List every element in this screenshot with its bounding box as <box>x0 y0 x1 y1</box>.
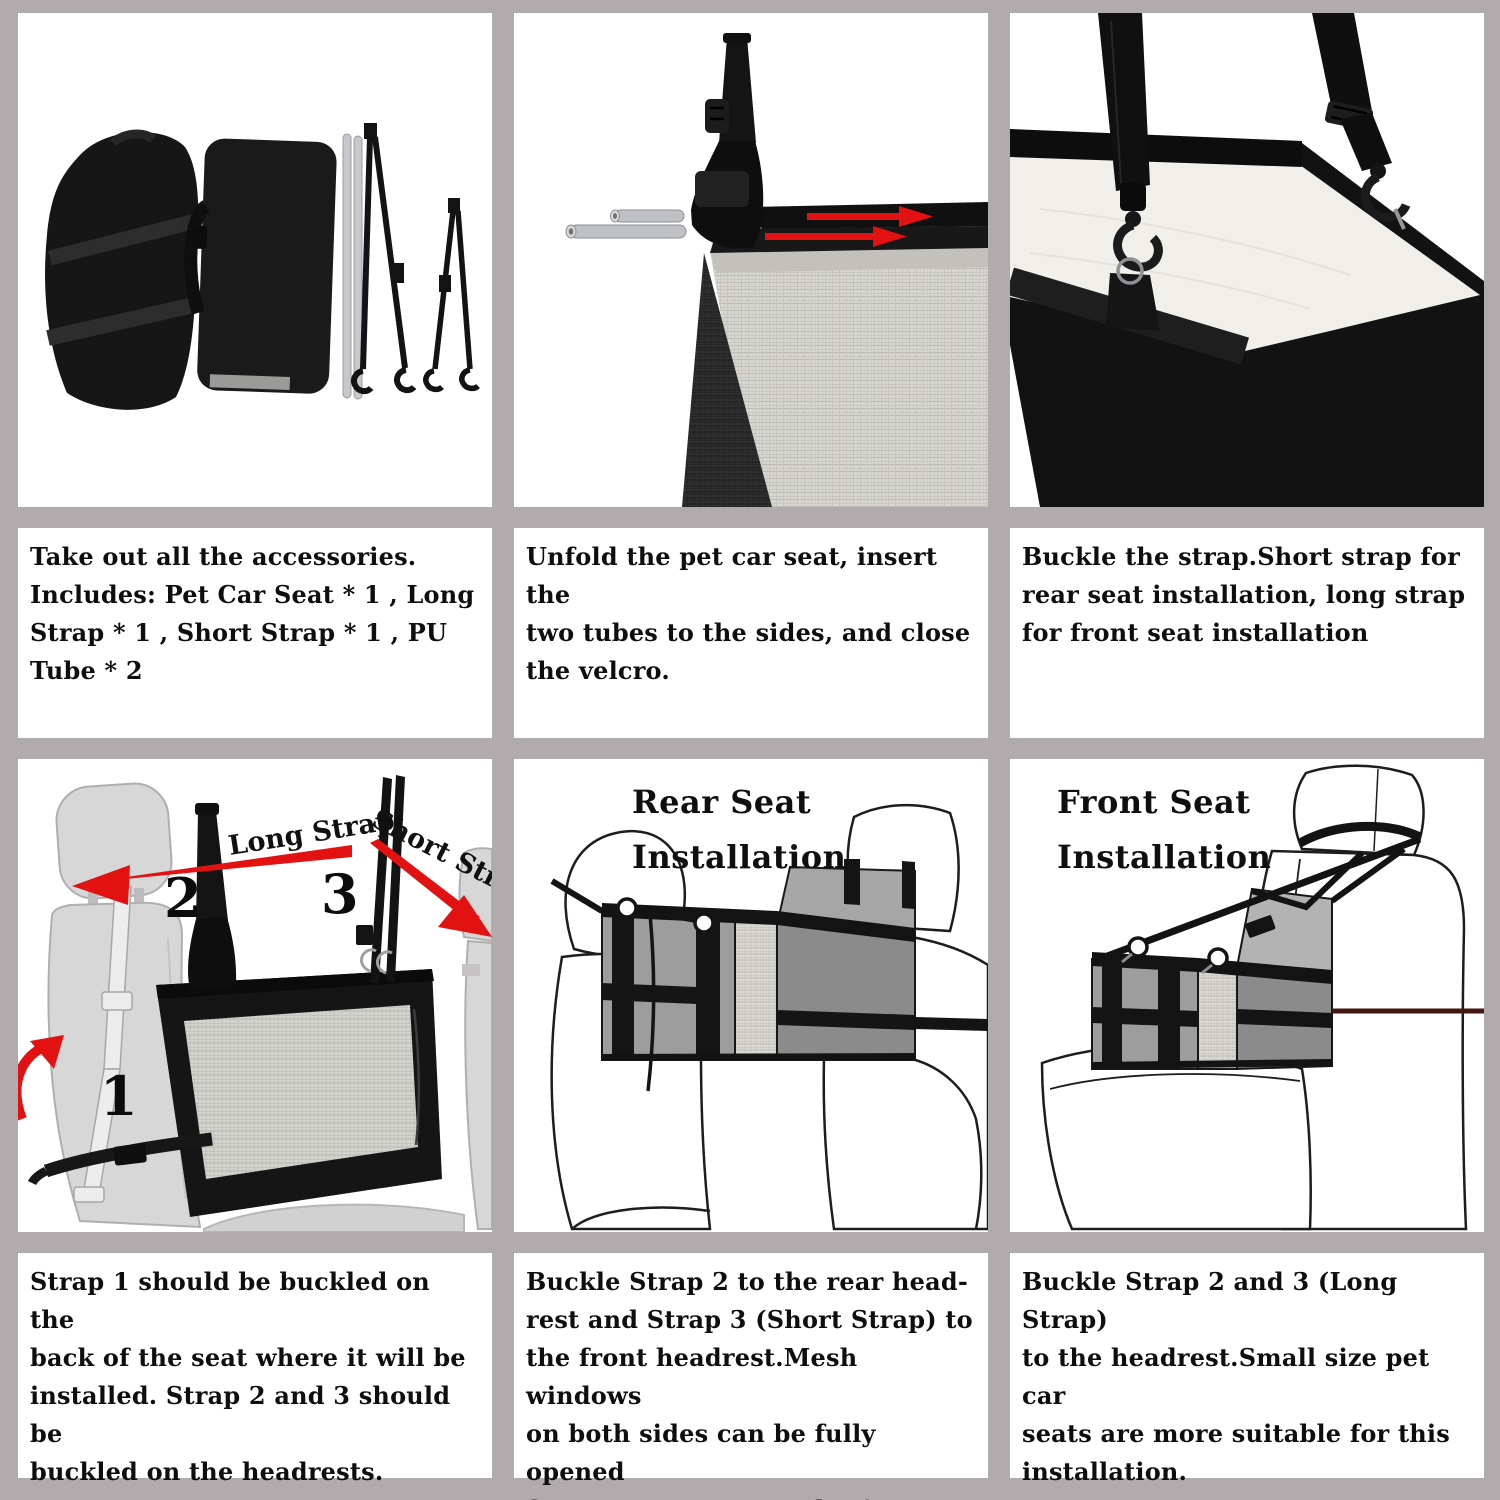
webbing-loop <box>1106 273 1160 331</box>
step-4-diagram: Long Strap Short Strap 2 3 1 <box>18 759 492 1232</box>
step-5-caption-box: Buckle Strap 2 to the rear head- rest an… <box>514 1253 988 1500</box>
mesh-window <box>734 914 778 1061</box>
step-4-caption: Strap 1 should be buckled on the back of… <box>30 1267 466 1486</box>
step-4-caption-box: Strap 1 should be buckled on the back of… <box>18 1253 492 1486</box>
strap-hook-icon <box>351 368 374 395</box>
strap-hook-icon <box>423 368 444 393</box>
red-arrow-upper-icon <box>807 206 933 227</box>
front-seat-title: Front Seat Installation <box>1057 783 1272 876</box>
step-6-diagram: Front Seat Installation <box>1010 759 1484 1232</box>
pet-car-seat-box <box>156 969 442 1217</box>
strap-hook-icon <box>394 367 417 394</box>
step-2-caption: Unfold the pet car seat, insert the two … <box>526 542 971 685</box>
short-strap-webbing <box>1098 13 1150 191</box>
seat-top-rail <box>1010 129 1302 167</box>
short-strap-arrow-icon <box>370 839 492 937</box>
red-arrow-lower-icon <box>765 226 907 247</box>
seat-cushion <box>203 1203 465 1232</box>
step-1-caption-box: Take out all the accessories. Includes: … <box>18 528 492 738</box>
metal-ring-icon <box>1116 257 1144 285</box>
mesh-window <box>1197 963 1238 1070</box>
label-strap-3: 3 <box>321 862 359 926</box>
seat-cushion <box>1040 1043 1312 1231</box>
front-seat-installation-diagram <box>1010 759 1484 1232</box>
metal-hooks-icon <box>360 948 393 975</box>
step-3-caption-box: Buckle the strap.Short strap for rear se… <box>1010 528 1484 738</box>
long-strap-arrow-icon <box>72 845 352 905</box>
strap-position-diagram: Long Strap Short Strap 2 3 1 <box>18 759 492 1232</box>
step-5-caption: Buckle Strap 2 to the rear head- rest an… <box>526 1267 973 1500</box>
label-strap-1: 1 <box>100 1064 138 1128</box>
mesh-side-panel <box>682 245 988 507</box>
strap-buckle-photo <box>1010 13 1484 507</box>
hook-icon <box>1127 936 1149 958</box>
short-strap <box>423 198 480 393</box>
step-6-caption-box: Buckle Strap 2 and 3 (Long Strap) to the… <box>1010 1253 1484 1486</box>
step-2-photo <box>514 13 988 507</box>
short-strap-hook-icon <box>1113 183 1163 285</box>
strap-to-left-headrest <box>550 878 715 1092</box>
pu-tube-lower <box>565 224 687 239</box>
label-strap-2: 2 <box>164 866 202 930</box>
rear-seat-title: Rear Seat Installation <box>632 783 847 876</box>
long-strap-webbing <box>1312 13 1392 171</box>
hook-icon <box>1207 947 1229 969</box>
step-3-caption: Buckle the strap.Short strap for rear se… <box>1022 542 1466 647</box>
rotate-arrow-icon <box>18 1035 64 1121</box>
folded-seat-bag-large <box>45 129 199 410</box>
strap-adjuster-icon <box>356 925 373 945</box>
long-strap <box>351 123 417 395</box>
headrest-straps <box>1092 821 1422 975</box>
strap-3 <box>356 775 405 983</box>
strap-adjuster-icon <box>1245 915 1276 938</box>
side-strap <box>915 1017 988 1031</box>
pet-box <box>601 859 988 1061</box>
step-3-photo <box>1010 13 1484 507</box>
mesh-window <box>184 1005 418 1179</box>
strap-hook-icon <box>459 367 480 392</box>
metal-pin-icon <box>1393 208 1406 230</box>
step-2-caption-box: Unfold the pet car seat, insert the two … <box>514 528 988 738</box>
rear-seat-installation-diagram <box>514 759 988 1232</box>
strap-buckle-icon <box>705 99 729 133</box>
strap-1 <box>27 1132 213 1186</box>
step-1-caption: Take out all the accessories. Includes: … <box>30 542 475 685</box>
tube-insertion-photo <box>514 13 988 507</box>
hook-icon <box>616 897 638 919</box>
loose-strap-end <box>646 913 656 1092</box>
pu-tubes <box>342 133 363 400</box>
accessories-photo <box>18 13 492 507</box>
long-strap-diagonal <box>1092 835 1422 965</box>
bottom-white-gap <box>1010 345 1040 507</box>
step-1-photo <box>18 13 492 507</box>
corner-pocket-and-strap <box>691 33 764 249</box>
step-6-caption: Buckle Strap 2 and 3 (Long Strap) to the… <box>1022 1267 1450 1486</box>
step-5-diagram: Rear Seat Installation <box>514 759 988 1232</box>
hook-icon <box>693 912 715 934</box>
velcro-strip <box>695 171 749 207</box>
pu-tube-upper <box>610 209 685 223</box>
folded-seat-bag-small <box>184 138 337 394</box>
pet-box <box>1091 887 1333 1071</box>
long-strap-hook-icon <box>1360 163 1411 230</box>
